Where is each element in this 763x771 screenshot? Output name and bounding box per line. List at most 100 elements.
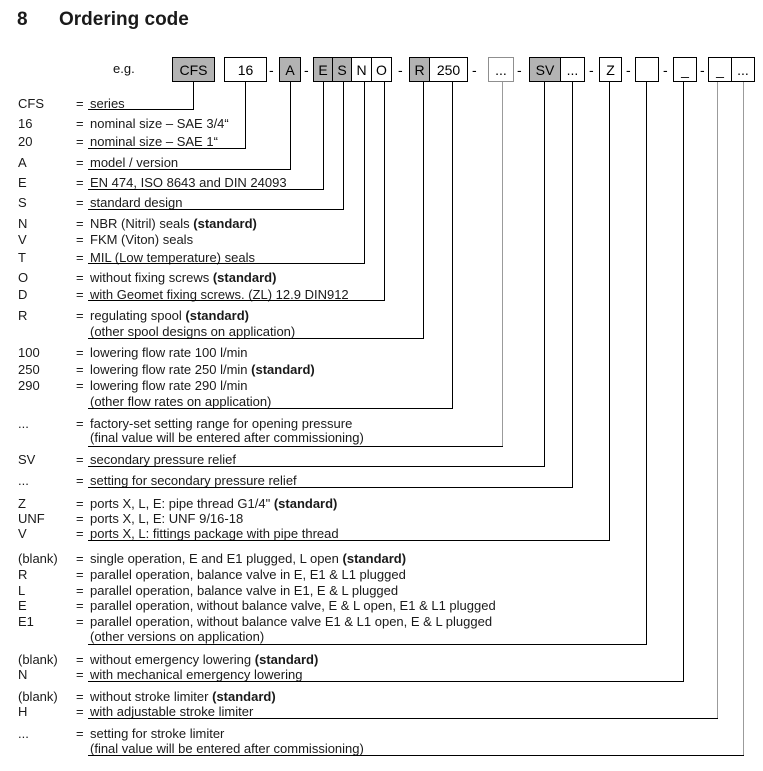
row-description: setting for stroke limiter xyxy=(90,726,225,741)
equals-sign: = xyxy=(76,232,84,247)
connector-line xyxy=(364,82,365,264)
group-underline xyxy=(88,718,718,719)
row-description: with Geomet fixing screws. (ZL) 12.9 DIN… xyxy=(90,287,349,302)
equals-sign: = xyxy=(76,175,84,190)
page-title: Ordering code xyxy=(59,9,189,30)
equals-sign: = xyxy=(76,452,84,467)
example-label: e.g. xyxy=(113,61,135,76)
code-box-r: R xyxy=(409,57,430,82)
group-underline xyxy=(88,681,684,682)
row-key: (blank) xyxy=(18,689,58,704)
connector-line xyxy=(544,82,545,467)
equals-sign: = xyxy=(76,726,84,741)
section-number: 8 xyxy=(17,9,28,30)
equals-sign: = xyxy=(76,250,84,265)
row-description: lowering flow rate 100 l/min xyxy=(90,345,248,360)
connector-line xyxy=(452,82,453,409)
dash-separator: - xyxy=(517,62,522,78)
row-description: nominal size – SAE 1“ xyxy=(90,134,218,149)
connector-line xyxy=(646,82,647,645)
group-underline xyxy=(88,300,385,301)
equals-sign: = xyxy=(76,416,84,431)
row-description: NBR (Nitril) seals (standard) xyxy=(90,216,257,231)
row-key: ... xyxy=(18,726,29,741)
dash-separator: - xyxy=(626,62,631,78)
group-underline xyxy=(88,755,744,756)
equals-sign: = xyxy=(76,614,84,629)
group-underline xyxy=(88,263,365,264)
code-box-underscore: _ xyxy=(708,57,732,82)
equals-sign: = xyxy=(76,567,84,582)
connector-line xyxy=(384,82,385,301)
equals-sign: = xyxy=(76,362,84,377)
row-description: nominal size – SAE 3/4“ xyxy=(90,116,229,131)
code-box-16: 16 xyxy=(224,57,267,82)
connector-line xyxy=(717,82,718,719)
group-underline xyxy=(88,169,291,170)
row-key: R xyxy=(18,567,28,582)
row-key: L xyxy=(18,583,26,598)
row-key: Z xyxy=(18,496,26,511)
dash-separator: - xyxy=(663,62,668,78)
row-key: T xyxy=(18,250,26,265)
dash-separator: - xyxy=(269,62,274,78)
row-key: SV xyxy=(18,452,36,467)
group-underline xyxy=(88,148,246,149)
group-underline xyxy=(88,109,194,110)
connector-line xyxy=(572,82,573,488)
code-box-dots: ... xyxy=(488,57,514,82)
dash-separator: - xyxy=(304,62,309,78)
row-description: parallel operation, balance valve in E, … xyxy=(90,567,406,582)
connector-line xyxy=(245,82,246,149)
row-description: regulating spool (standard) xyxy=(90,308,249,323)
code-box-dots: ... xyxy=(560,57,585,82)
row-description: FKM (Viton) seals xyxy=(90,232,194,247)
group-underline xyxy=(88,189,324,190)
code-box-z: Z xyxy=(599,57,622,82)
code-box-cfs: CFS xyxy=(172,57,215,82)
row-description: with adjustable stroke limiter xyxy=(90,704,254,719)
row-key: S xyxy=(18,195,27,210)
row-key: O xyxy=(18,270,29,285)
connector-line xyxy=(683,82,684,682)
row-key: 290 xyxy=(18,378,40,393)
equals-sign: = xyxy=(76,155,84,170)
row-description: standard design xyxy=(90,195,183,210)
group-underline xyxy=(88,446,503,447)
row-description: single operation, E and E1 plugged, L op… xyxy=(90,551,407,566)
equals-sign: = xyxy=(76,704,84,719)
row-key: E xyxy=(18,598,27,613)
dash-separator: - xyxy=(472,62,477,78)
row-key: UNF xyxy=(18,511,45,526)
row-description: (other versions on application) xyxy=(90,629,265,644)
group-underline xyxy=(88,338,424,339)
row-key: E1 xyxy=(18,614,34,629)
row-description: (final value will be entered after commi… xyxy=(90,430,364,445)
row-description: (other flow rates on application) xyxy=(90,394,272,409)
row-key: N xyxy=(18,667,28,682)
code-box-blank xyxy=(635,57,659,82)
code-box-n: N xyxy=(351,57,372,82)
code-box-a: A xyxy=(279,57,301,82)
row-key: 20 xyxy=(18,134,33,149)
row-description: parallel operation, balance valve in E1,… xyxy=(90,583,399,598)
row-key: E xyxy=(18,175,27,190)
connector-line xyxy=(343,82,344,210)
code-box-underscore: _ xyxy=(673,57,697,82)
row-description: ports X, L, E: UNF 9/16-18 xyxy=(90,511,244,526)
row-description: without emergency lowering (standard) xyxy=(90,652,319,667)
row-key: V xyxy=(18,232,27,247)
connector-line xyxy=(323,82,324,190)
equals-sign: = xyxy=(76,116,84,131)
row-description: MIL (Low temperature) seals xyxy=(90,250,255,265)
row-key: V xyxy=(18,526,27,541)
standard-flag: (standard) xyxy=(212,270,277,285)
connector-line xyxy=(290,82,291,170)
equals-sign: = xyxy=(76,689,84,704)
row-key: A xyxy=(18,155,27,170)
equals-sign: = xyxy=(76,496,84,511)
row-key: 100 xyxy=(18,345,40,360)
row-description: without stroke limiter (standard) xyxy=(90,689,276,704)
code-box-o: O xyxy=(371,57,392,82)
row-description: ports X, L: fittings package with pipe t… xyxy=(90,526,339,541)
